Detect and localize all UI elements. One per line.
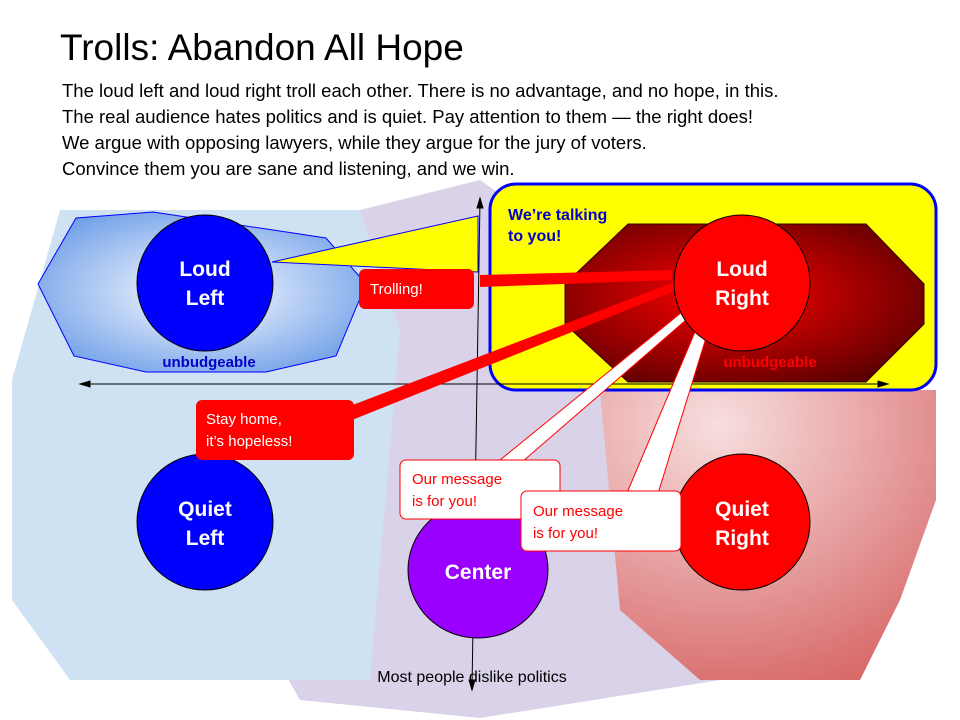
message-callout-2	[520, 490, 682, 552]
center-label: Center	[445, 561, 512, 584]
quiet-left-node	[136, 453, 274, 591]
talking-label-2: to you!	[508, 228, 561, 245]
quiet-right-label-1: Quiet	[715, 498, 769, 521]
quiet-left-label-2: Left	[186, 527, 225, 550]
message-2-text-1: Our message	[533, 503, 623, 520]
intro-text: The loud left and loud right troll each …	[62, 78, 942, 182]
message-2-text-2: is for you!	[533, 525, 598, 542]
loud-right-label-1: Loud	[716, 258, 767, 281]
stay-home-text-2: it’s hopeless!	[206, 433, 292, 450]
stay-home-beam	[350, 280, 682, 420]
stay-home-text-1: Stay home,	[206, 411, 282, 428]
talking-label-1: We’re talking	[508, 207, 607, 224]
loud-left-label-2: Left	[186, 287, 225, 310]
trolling-beam	[480, 270, 672, 287]
trolling-callout	[359, 269, 474, 309]
message-1-text-1: Our message	[412, 471, 502, 488]
unbudgeable-left-label: unbudgeable	[162, 354, 255, 371]
message-1-text-2: is for you!	[412, 493, 477, 510]
stay-home-callout	[196, 400, 354, 460]
loud-right-node	[673, 214, 811, 352]
unbudgeable-right-label: unbudgeable	[723, 354, 816, 371]
loud-left-node	[136, 214, 274, 352]
message-callout-1	[399, 459, 561, 520]
intro-line-3: We argue with opposing lawyers, while th…	[62, 132, 647, 153]
loud-left-label-1: Loud	[179, 258, 230, 281]
intro-line-4: Convince them you are sane and listening…	[62, 158, 515, 179]
intro-line-2: The real audience hates politics and is …	[62, 106, 754, 127]
quiet-left-label-1: Quiet	[178, 498, 232, 521]
trolling-callout-text: Trolling!	[370, 281, 423, 298]
bottom-caption: Most people dislike politics	[377, 669, 566, 686]
megaphone-left	[271, 215, 479, 273]
intro-line-1: The loud left and loud right troll each …	[62, 80, 779, 101]
quiet-right-label-2: Right	[715, 527, 769, 550]
page-title: Trolls: Abandon All Hope	[60, 27, 464, 68]
quiet-right-node	[673, 453, 811, 591]
loud-right-label-2: Right	[715, 287, 769, 310]
